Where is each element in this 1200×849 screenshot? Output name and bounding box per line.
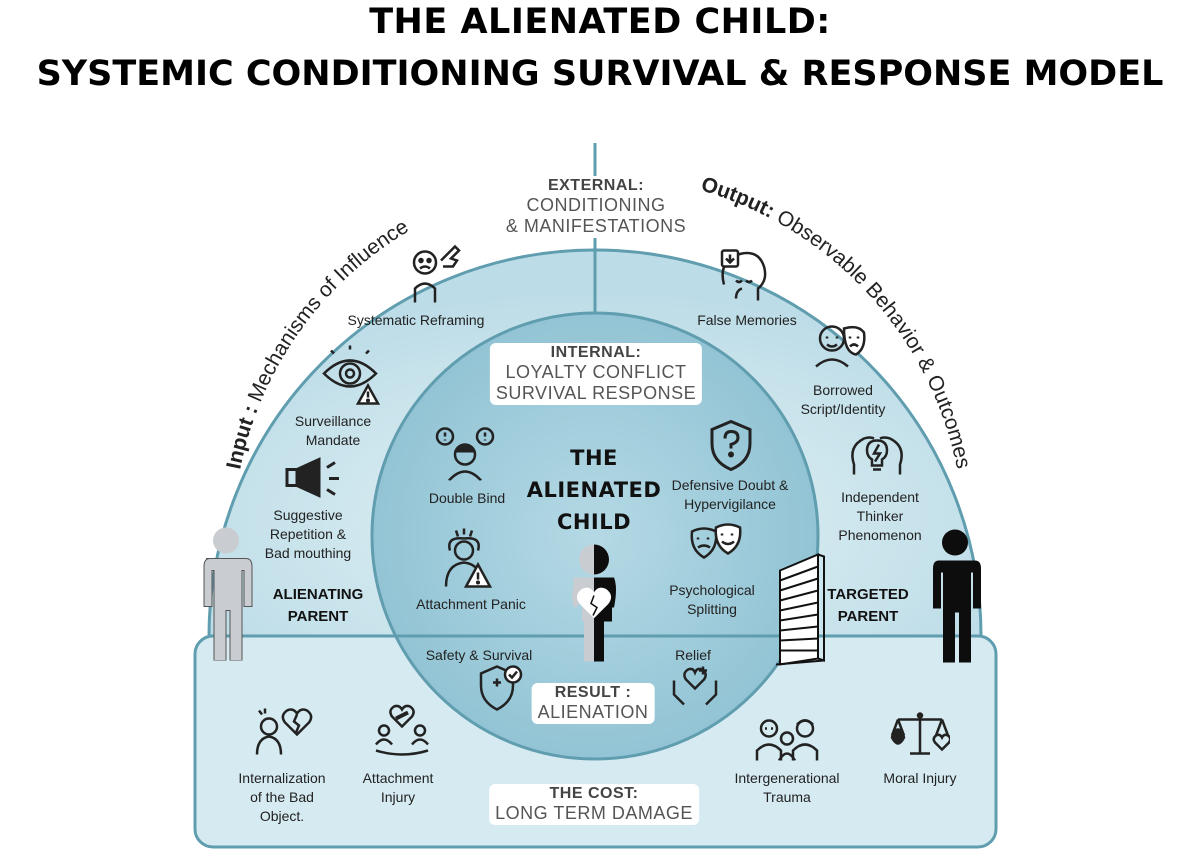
- scale-brain-heart-icon: [890, 710, 952, 763]
- page-subtitle: SYSTEMIC CONDITIONING SURVIVAL & RESPONS…: [36, 54, 1164, 94]
- internal-item-3-label: Attachment Panic: [416, 596, 526, 612]
- megaphone-icon: [283, 454, 343, 509]
- input-item-1-label: Systematic Reframing: [347, 312, 485, 328]
- internal-line2: SURVIVAL RESPONSE: [495, 383, 697, 403]
- result-line1: ALIENATION: [537, 702, 649, 722]
- center-title: THE ALIENATED CHILD: [526, 446, 662, 534]
- panic-person-icon: [436, 527, 496, 594]
- external-line1: CONDITIONING: [526, 195, 666, 215]
- internal-item-1-label: Double Bind: [428, 490, 506, 506]
- result-heading: RESULT :: [554, 684, 632, 701]
- eye-warning-icon: [320, 344, 384, 413]
- output-item-1-label: False Memories: [697, 312, 797, 328]
- double-bind-icon: [435, 425, 495, 486]
- brick-wall-icon: [774, 551, 826, 676]
- memory-head-icon: [712, 245, 772, 310]
- internal-heading: INTERNAL:: [550, 344, 642, 361]
- external-line2: & MANIFESTATIONS: [505, 216, 687, 236]
- cost-line1: LONG TERM DAMAGE: [495, 803, 693, 823]
- bulb-heads-icon: [846, 431, 908, 490]
- external-heading: EXTERNAL:: [547, 177, 645, 194]
- result-item-1-label: Safety & Survival: [425, 647, 533, 663]
- page-title: THE ALIENATED CHILD:: [369, 2, 831, 42]
- shield-check-icon: [475, 663, 525, 720]
- result-item-2-label: Relief: [675, 647, 711, 663]
- external-tag: EXTERNAL: CONDITIONING & MANIFESTATIONS: [499, 176, 693, 238]
- masks-person-icon: [810, 319, 870, 374]
- internal-item-2-label: Defensive Doubt &Hypervigilance: [671, 477, 789, 512]
- generations-icon: [755, 717, 819, 766]
- family-bandage-icon: [372, 704, 432, 762]
- alienating-parent-icon: [196, 527, 256, 666]
- cost-item-4-label: Moral Injury: [883, 770, 957, 786]
- internal-tag: INTERNAL: LOYALTY CONFLICT SURVIVAL RESP…: [489, 343, 703, 405]
- heart-hands-icon: [670, 663, 720, 714]
- shield-question-icon: [708, 419, 754, 478]
- pointing-finger-icon: [401, 241, 465, 310]
- child-figure-icon: [564, 544, 624, 667]
- targeted-parent-icon: [924, 529, 986, 668]
- internal-line1: LOYALTY CONFLICT: [505, 362, 687, 382]
- result-tag: RESULT : ALIENATION: [531, 683, 655, 724]
- inner-circle: [370, 311, 820, 761]
- cost-tag: THE COST: LONG TERM DAMAGE: [489, 784, 699, 825]
- cost-heading: THE COST:: [549, 785, 639, 802]
- broken-heart-person-icon: [253, 705, 313, 762]
- theater-masks-icon: [688, 522, 744, 577]
